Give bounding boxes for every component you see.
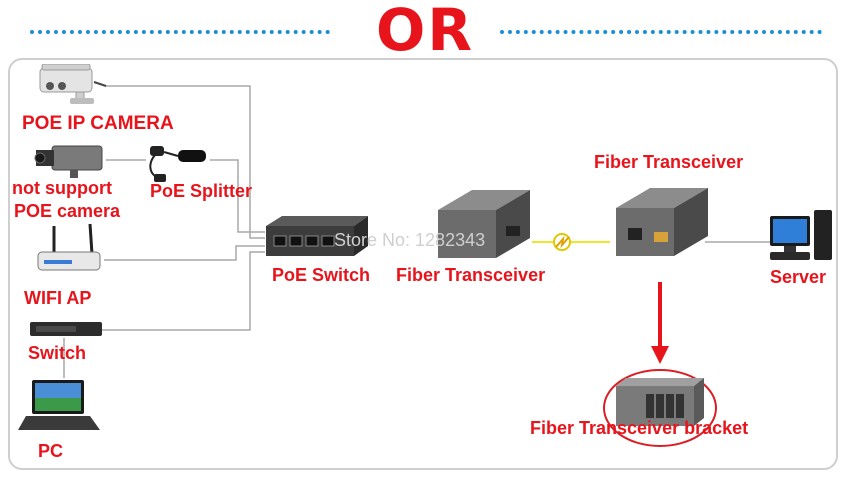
divider-left [30, 30, 330, 34]
diagram-frame [8, 58, 838, 470]
label-non-poe-camera-line1: not support [12, 178, 112, 198]
label-server: Server [770, 267, 827, 287]
label-poe-splitter: PoE Splitter [150, 181, 253, 201]
transceiver-icon [438, 190, 530, 258]
server-icon [770, 210, 832, 260]
rack-bracket-icon [616, 378, 704, 426]
label-switch: Switch [28, 343, 87, 363]
box-camera-icon [34, 145, 103, 178]
poe-switch-icon [266, 216, 368, 256]
label-poe-ip-camera: POE IP CAMERA [22, 113, 174, 134]
transceiver-icon [616, 188, 708, 256]
switch-icon [30, 322, 102, 336]
divider-right [500, 30, 822, 34]
down-arrow-icon [651, 282, 669, 364]
label-fiber-transceiver-right: Fiber Transceiver [594, 152, 744, 172]
label-bracket: Fiber Transceiver bracket [530, 418, 749, 438]
splitter-icon [149, 146, 206, 182]
label-wifi-ap: WIFI AP [24, 288, 92, 308]
label-non-poe-camera-line2: POE camera [14, 201, 121, 221]
ip-camera-icon [39, 64, 107, 104]
router-icon [37, 223, 101, 271]
laptop-icon [18, 380, 100, 430]
page-title: OR [376, 0, 474, 64]
label-fiber-transceiver-left: Fiber Transceiver [396, 265, 546, 285]
store-watermark: Store No: 1282343 [334, 230, 486, 250]
label-pc: PC [38, 441, 64, 461]
label-poe-switch: PoE Switch [272, 265, 371, 285]
fiber-link-icon [553, 233, 571, 251]
